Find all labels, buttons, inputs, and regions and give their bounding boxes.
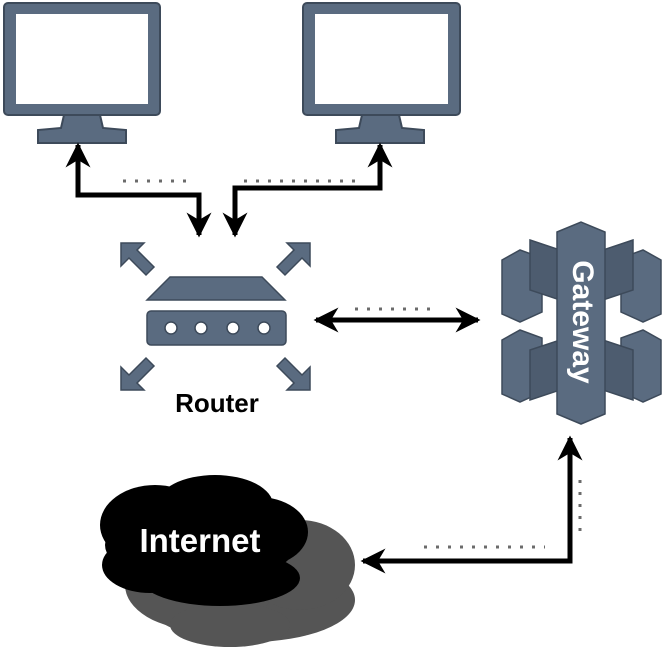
monitor-right-icon (302, 2, 461, 144)
arrow-gateway-to-internet (360, 435, 583, 574)
arrow-router-to-right-monitor (222, 142, 393, 238)
monitor-left-icon (3, 2, 161, 144)
router-icon (120, 242, 311, 391)
arrow-router-to-left-monitor (65, 142, 212, 238)
cloud-icon (100, 475, 308, 606)
gateway-icon (501, 221, 662, 425)
router-label: Router (175, 388, 259, 418)
arrows (65, 142, 583, 574)
internet-label: Internet (139, 522, 260, 559)
gateway-label: Gateway (566, 260, 599, 384)
